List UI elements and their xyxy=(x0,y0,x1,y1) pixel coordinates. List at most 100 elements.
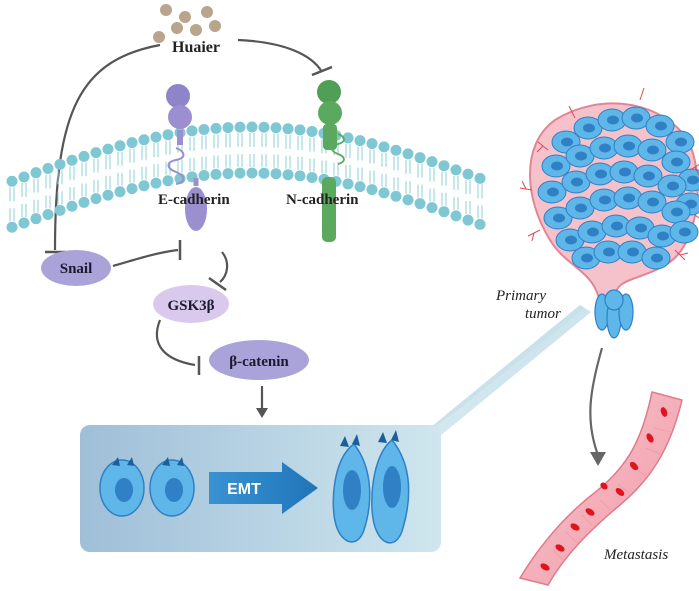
lipid-head xyxy=(138,180,150,192)
lipid-tails xyxy=(189,136,195,171)
tumor-cell-nucleus xyxy=(547,187,559,197)
lipid-head xyxy=(18,217,30,229)
lipid-tails xyxy=(477,184,483,219)
lipid-head xyxy=(258,167,270,179)
tumor-cell-nucleus xyxy=(687,175,699,185)
tumor-cell-nucleus xyxy=(575,203,587,213)
n-cadherin-label: N-cadherin xyxy=(286,192,359,208)
lipid-head xyxy=(42,162,54,174)
lipid-head xyxy=(306,171,318,183)
lipid-head xyxy=(198,169,210,181)
lipid-head xyxy=(138,134,150,146)
lipid-head xyxy=(402,194,414,206)
huaier-inhibits-ncadherin-line xyxy=(237,38,323,73)
lipid-head xyxy=(354,135,366,147)
lipid-tails xyxy=(285,134,291,169)
lipid-head xyxy=(246,167,258,179)
lipid-tails xyxy=(69,166,75,201)
lipid-tails xyxy=(57,170,63,205)
lipid-head xyxy=(78,150,90,162)
lipid-head xyxy=(42,208,54,220)
snail-inhibits-ecadherin-line xyxy=(112,248,179,268)
tumor-cell-nucleus xyxy=(583,123,595,133)
lipid-head xyxy=(54,158,66,170)
snail-label: Snail xyxy=(60,261,93,277)
lipid-tails xyxy=(237,133,243,168)
lipid-tails xyxy=(273,133,279,168)
lipid-head xyxy=(366,138,378,150)
lipid-head xyxy=(198,123,210,135)
lipid-tails xyxy=(417,163,423,198)
tumor-cell-nucleus xyxy=(565,235,577,245)
budding-cells xyxy=(594,289,634,339)
b-catenin-label: β-catenin xyxy=(229,354,289,370)
tumor-cell-nucleus xyxy=(595,169,607,179)
lipid-head xyxy=(426,202,438,214)
tumor-cell-nucleus xyxy=(623,141,635,151)
tumor-cell-nucleus xyxy=(551,161,563,171)
tumor-cell-nucleus xyxy=(553,213,565,223)
gsk3b-inhibits-bcatenin-line xyxy=(155,319,196,367)
cell-membrane xyxy=(6,121,486,233)
lipid-tails xyxy=(141,145,147,180)
zoom-beam-upper xyxy=(420,305,585,436)
lipid-head xyxy=(66,200,78,212)
lipid-tails xyxy=(381,152,387,187)
tumor-cell-nucleus xyxy=(627,247,639,257)
e-cadherin-label: E-cadherin xyxy=(158,192,230,208)
lipid-head xyxy=(414,152,426,164)
tumor-cell-nucleus xyxy=(647,145,659,155)
huaier-label: Huaier xyxy=(172,39,220,56)
tumor-to-metastasis-arrow xyxy=(589,347,604,456)
lipid-head xyxy=(102,143,114,155)
lipid-head xyxy=(126,137,138,149)
emt-label: EMT xyxy=(227,481,261,498)
lipid-head xyxy=(402,148,414,160)
tumor-cell-nucleus xyxy=(603,247,615,257)
lipid-head xyxy=(366,184,378,196)
lipid-tails xyxy=(225,133,231,168)
primary-tumor-label-line2: tumor xyxy=(525,306,561,322)
n-cadherin-protein xyxy=(317,80,345,242)
metastasis-arrowhead xyxy=(590,452,606,466)
tumor-cell-nucleus xyxy=(631,113,643,123)
tumor-cell-nucleus xyxy=(675,137,687,147)
huaier-ncadherin-tbar xyxy=(311,65,333,77)
tumor-cell-nucleus xyxy=(607,115,619,125)
blood-cells xyxy=(540,407,668,571)
lipid-head xyxy=(282,169,294,181)
lipid-head xyxy=(294,170,306,182)
b-catenin-node xyxy=(209,340,309,380)
huaier-inhibits-snail-line xyxy=(53,43,161,251)
lipid-tails xyxy=(429,167,435,202)
lipid-head xyxy=(306,125,318,137)
blood-vessel xyxy=(518,391,683,586)
lipid-head xyxy=(162,129,174,141)
lipid-tails xyxy=(213,134,219,169)
lipid-tails xyxy=(33,178,39,213)
lipid-tails xyxy=(105,155,111,190)
lipid-head xyxy=(150,177,162,189)
lipid-head xyxy=(426,156,438,168)
lipid-head xyxy=(246,121,258,133)
lipid-tails xyxy=(117,151,123,186)
snail-node xyxy=(41,250,111,286)
lipid-tails xyxy=(93,158,99,193)
lipid-head xyxy=(126,183,138,195)
tumor-cell-nucleus xyxy=(599,195,611,205)
lipid-head xyxy=(450,210,462,222)
lipid-head xyxy=(414,198,426,210)
lipid-head xyxy=(390,144,402,156)
lipid-head xyxy=(462,168,474,180)
lipid-head xyxy=(222,122,234,134)
lipid-head xyxy=(150,131,162,143)
lipid-tails xyxy=(357,146,363,181)
lipid-tails xyxy=(249,133,255,168)
lipid-head xyxy=(450,164,462,176)
lipid-head xyxy=(210,122,222,134)
primary-tumor-label-line1: Primary xyxy=(495,288,546,304)
mesenchymal-cell-2 xyxy=(371,430,410,544)
tumor-cell-nucleus xyxy=(575,151,587,161)
